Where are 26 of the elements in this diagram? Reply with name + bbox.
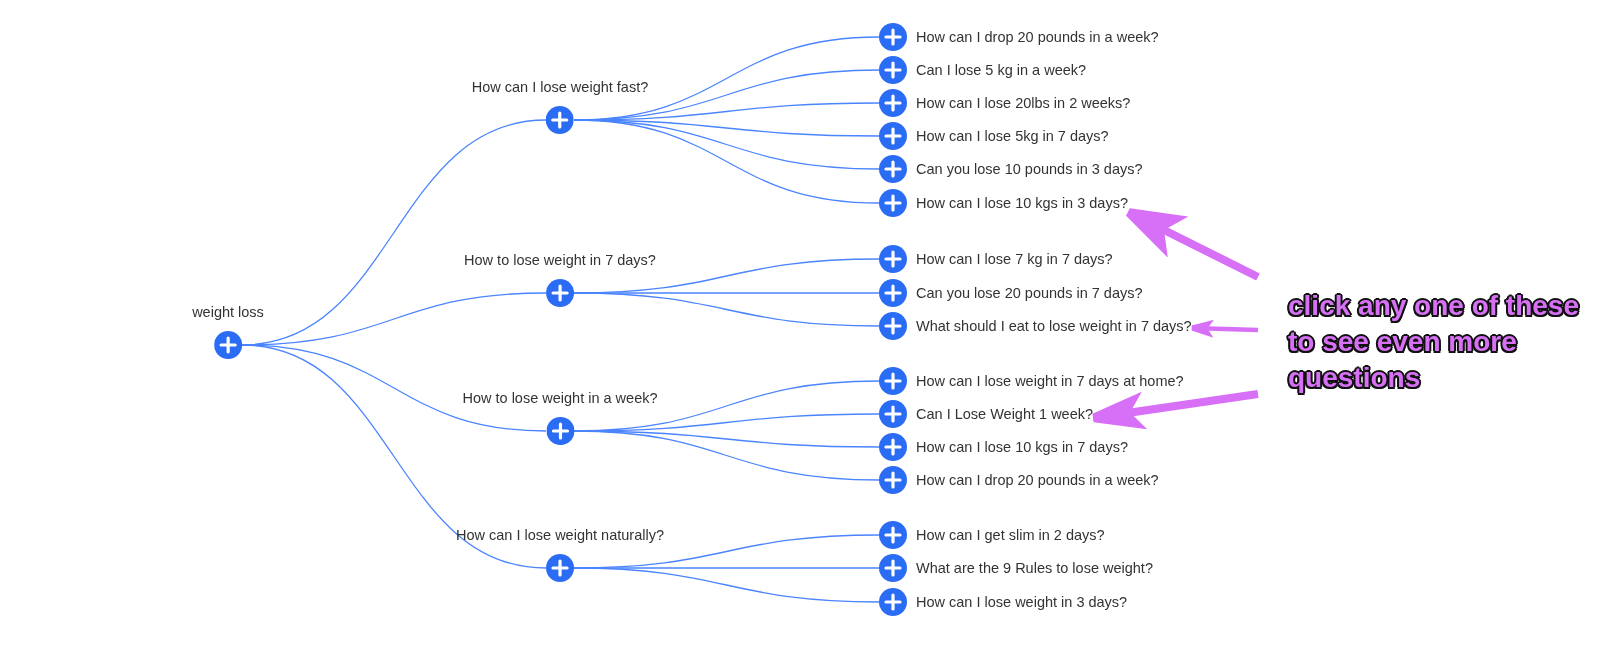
node-label: Can I lose 5 kg in a week? <box>916 62 1087 78</box>
node-label: How can I lose 10 kgs in 7 days? <box>916 439 1128 455</box>
node-label: How can I drop 20 pounds in a week? <box>916 29 1159 45</box>
node-label: How can I lose 20lbs in 2 weeks? <box>916 95 1131 111</box>
node-label: How can I lose 5kg in 7 days? <box>916 128 1109 144</box>
node-label: How can I lose 10 kgs in 3 days? <box>916 195 1128 211</box>
node-label: How can I lose 7 kg in 7 days? <box>916 251 1113 267</box>
node-label: How can I lose weight fast? <box>471 79 649 95</box>
node-label: How to lose weight in 7 days? <box>464 252 656 268</box>
node-label: How can I lose weight naturally? <box>456 527 664 543</box>
node-label: Can I Lose Weight 1 week? <box>916 406 1094 422</box>
node-label: How can I lose weight in 3 days? <box>916 594 1128 610</box>
annotation-text: click any one of these to see even more questions <box>1288 289 1580 395</box>
node-label: weight loss <box>192 304 264 320</box>
node-label: How can I lose weight in 7 days at home? <box>916 373 1184 389</box>
connector-line <box>573 292 880 327</box>
node-label: What are the 9 Rules to lose weight? <box>916 560 1153 576</box>
node-label: How can I get slim in 2 days? <box>916 527 1105 543</box>
node-label: Can you lose 20 pounds in 7 days? <box>916 285 1143 301</box>
node-label: How can I drop 20 pounds in a week? <box>916 472 1159 488</box>
node-label: How to lose weight in a week? <box>462 390 658 406</box>
connector-line <box>573 119 880 204</box>
connector-line <box>573 430 880 481</box>
node-label: Can you lose 10 pounds in 3 days? <box>916 161 1143 177</box>
connector-line <box>573 567 880 603</box>
node-label: What should I eat to lose weight in 7 days? <box>916 318 1192 334</box>
